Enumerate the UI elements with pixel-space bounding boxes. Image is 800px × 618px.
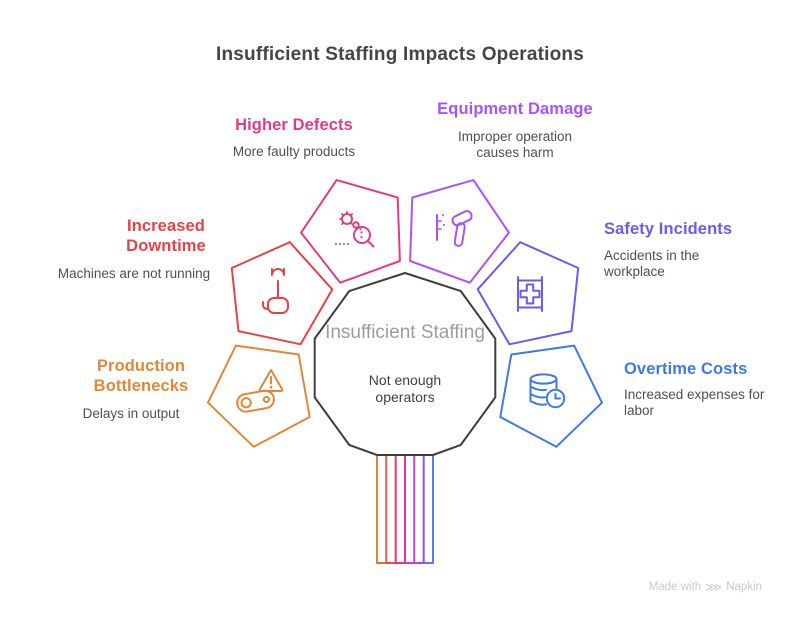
napkin-logo-icon: ⋙ xyxy=(705,580,723,594)
center-sublabel: Not enough operators xyxy=(368,372,442,405)
center-decagon xyxy=(313,272,497,456)
napkin-brand-text: Napkin xyxy=(726,581,762,593)
desc-equipment-damage: Improper operation causes harm xyxy=(457,129,573,161)
pentagon-safety-incidents xyxy=(476,241,580,346)
pentagon-higher-defects xyxy=(300,179,401,284)
label-equipment-damage: Equipment Damage xyxy=(437,100,593,118)
pentagon-increased-downtime xyxy=(230,241,334,346)
desc-higher-defects: More faulty products xyxy=(232,144,356,159)
desc-production-bottlenecks: Delays in output xyxy=(82,406,180,421)
desc-increased-downtime: Machines are not running xyxy=(57,266,211,281)
hand-wrench-icon xyxy=(261,268,289,314)
center-label: Insufficient Staffing xyxy=(325,322,485,343)
bug-magnifier-icon xyxy=(335,210,375,248)
first-aid-kit-icon xyxy=(517,276,543,312)
diagram-title: Insufficient Staffing Impacts Operations xyxy=(216,44,584,65)
label-higher-defects: Higher Defects xyxy=(235,116,353,134)
label-safety-incidents: Safety Incidents xyxy=(604,220,733,238)
pentagon-equipment-damage xyxy=(409,179,510,284)
made-with-napkin: Made with ⋙ Napkin xyxy=(649,581,762,593)
label-production-bottlenecks: Production Bottlenecks xyxy=(93,357,189,396)
label-overtime-costs: Overtime Costs xyxy=(624,360,748,378)
pentagon-production-bottlenecks xyxy=(207,344,311,448)
coins-clock-icon xyxy=(529,373,566,409)
desc-overtime-costs: Increased expenses for labor xyxy=(624,387,765,419)
conveyor-warning-icon xyxy=(236,369,284,413)
hammer-damage-icon xyxy=(436,210,473,247)
made-with-text: Made with xyxy=(648,581,702,593)
desc-safety-incidents: Accidents in the workplace xyxy=(604,248,700,280)
gradient-stem xyxy=(376,454,434,564)
label-increased-downtime: Increased Downtime xyxy=(126,217,206,256)
